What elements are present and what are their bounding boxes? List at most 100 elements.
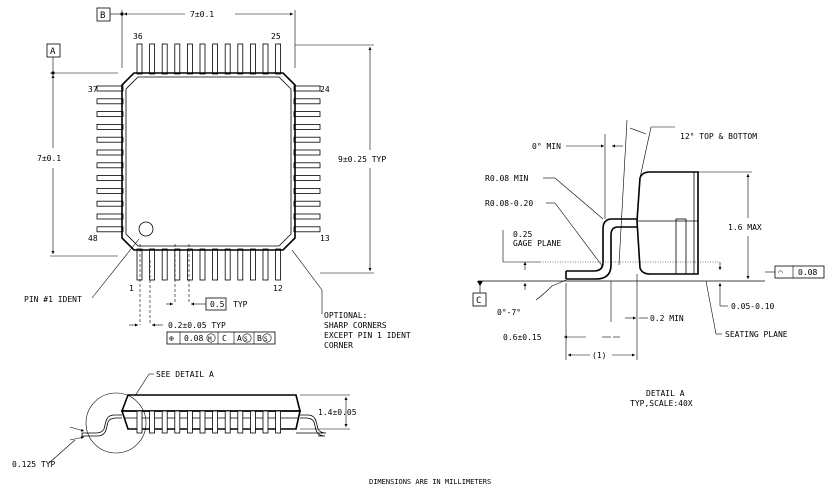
lead xyxy=(293,200,321,207)
lead xyxy=(96,111,124,117)
lead xyxy=(224,248,231,281)
datum-a-box xyxy=(46,43,61,58)
lead xyxy=(237,43,244,75)
lead xyxy=(293,187,321,194)
gage-label: GAGE PLANE xyxy=(513,239,561,248)
package-body-outer xyxy=(121,72,296,251)
fcf-datum-a: A xyxy=(237,334,242,343)
pin-48: 48 xyxy=(88,234,98,243)
lead xyxy=(262,248,269,281)
lead xyxy=(96,213,124,220)
datum-c-label: C xyxy=(476,296,481,306)
dim-width-top: 7±0.1 xyxy=(190,10,214,19)
lead xyxy=(293,213,321,220)
lead xyxy=(161,410,168,434)
foot-length-label: 0.6±0.15 xyxy=(503,333,542,342)
flatness-value: 0.08 xyxy=(798,268,817,277)
leads-right xyxy=(293,85,321,233)
lead xyxy=(96,136,124,143)
lead-width-label: 0.2±0.05 TYP xyxy=(168,321,226,330)
lead xyxy=(96,187,124,194)
lead xyxy=(199,43,206,75)
feature-control-frame: ⊕ 0.08 M C A S B S xyxy=(166,331,276,345)
lead xyxy=(149,410,156,434)
lead xyxy=(96,175,124,182)
lead xyxy=(293,136,321,143)
lead xyxy=(174,248,181,281)
lead xyxy=(149,43,156,75)
detail-body xyxy=(636,171,699,275)
fcf-tolerance: 0.08 xyxy=(184,334,203,343)
pin-24: 24 xyxy=(320,85,330,94)
lead xyxy=(249,248,256,281)
lead xyxy=(96,226,124,233)
lead xyxy=(275,410,282,434)
lead xyxy=(293,85,321,92)
body-height-label: 1.4±0.05 xyxy=(318,408,357,417)
lead xyxy=(96,85,124,92)
max-height-label: 1.6 MAX xyxy=(728,223,762,232)
foot-ref-label: (1) xyxy=(592,351,606,360)
dim-height-left: 7±0.1 xyxy=(37,154,61,163)
pitch-box xyxy=(205,297,227,311)
lead xyxy=(293,124,321,130)
lead xyxy=(262,43,269,75)
pin-13: 13 xyxy=(320,234,330,243)
lead xyxy=(96,124,124,130)
detail-a-view: C 0° MIN 12° TOP & BOTTOM R0.08 MIN R0.0… xyxy=(472,119,825,408)
lead xyxy=(199,410,206,434)
fcf-mmc: M xyxy=(208,336,212,343)
lead xyxy=(186,248,193,281)
lead xyxy=(224,410,231,434)
datum-b-box xyxy=(96,7,111,22)
fcf-datum-c: C xyxy=(222,334,227,343)
lead xyxy=(212,410,219,434)
lead xyxy=(186,410,193,434)
leads-bottom xyxy=(136,248,282,281)
pin-25: 25 xyxy=(271,32,281,41)
lead xyxy=(96,200,124,207)
pin1-ident-circle xyxy=(138,221,154,237)
angle-0-min-label: 0° MIN xyxy=(532,142,561,151)
package-body-inner xyxy=(125,76,292,247)
lead xyxy=(136,43,143,75)
side-leads xyxy=(136,410,282,434)
dim-overall-right: 9±0.25 TYP xyxy=(338,155,386,164)
fcf-position-symbol: ⊕ xyxy=(169,334,174,343)
lead xyxy=(293,111,321,117)
datum-a-label: A xyxy=(50,47,56,57)
lead xyxy=(249,410,256,434)
pin-12: 12 xyxy=(273,284,283,293)
lead xyxy=(149,248,156,281)
lead xyxy=(237,248,244,281)
gage-value: 0.25 xyxy=(513,230,532,239)
pin1-ident-label: PIN #1 IDENT xyxy=(24,295,82,304)
min-02-label: 0.2 MIN xyxy=(650,314,684,323)
lead xyxy=(96,162,124,169)
standoff-range-label: 0.05-0.10 xyxy=(731,302,775,311)
lead xyxy=(237,410,244,434)
lead xyxy=(293,149,321,156)
detail-title: DETAIL A xyxy=(646,389,685,398)
radius-range-label: R0.08-0.20 xyxy=(485,199,533,208)
leads-left xyxy=(96,85,124,233)
flatness-symbol: ◠ xyxy=(778,268,783,277)
fcf-rfs-b: S xyxy=(264,336,268,343)
angle-0-7-label: 0°-7° xyxy=(497,308,521,317)
lead xyxy=(212,43,219,75)
see-detail-label: SEE DETAIL A xyxy=(156,370,214,379)
lead xyxy=(275,248,282,281)
lead xyxy=(186,43,193,75)
fcf-datum-b: B xyxy=(257,334,262,343)
seating-plane-label: SEATING PLANE xyxy=(725,330,788,339)
leads-top xyxy=(136,43,282,75)
lead xyxy=(136,248,143,281)
lead xyxy=(161,248,168,281)
lead xyxy=(293,98,321,105)
lead xyxy=(293,226,321,233)
datum-b-label: B xyxy=(100,11,105,21)
angle-12-label: 12° TOP & BOTTOM xyxy=(680,132,757,141)
pin-36: 36 xyxy=(133,32,143,41)
pitch-typ: TYP xyxy=(233,300,248,309)
lead xyxy=(96,98,124,105)
